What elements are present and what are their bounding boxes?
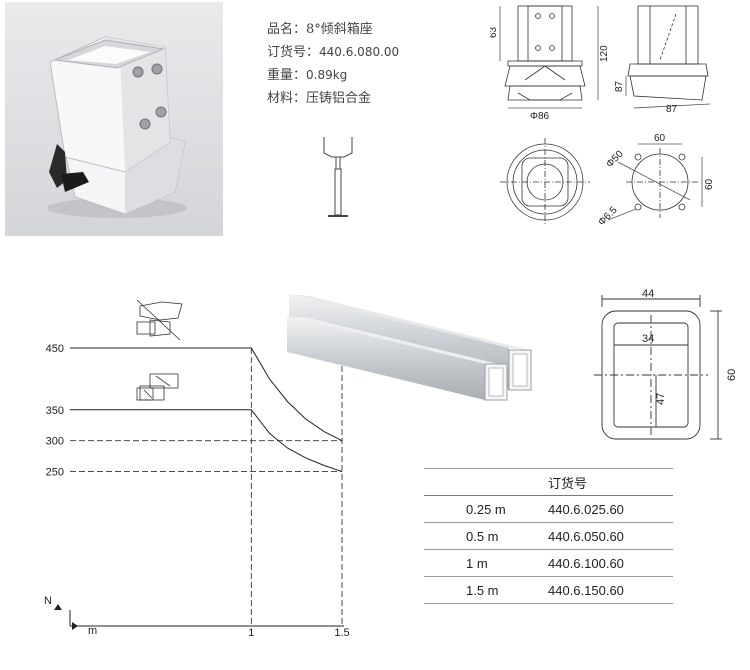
spec-weight-label: 重量： — [267, 68, 307, 83]
x-axis-arrow-icon — [72, 622, 78, 630]
x-tick-label: 1 — [248, 627, 254, 639]
y-axis-arrow-icon — [54, 604, 62, 610]
load-chart: 450 350 300 250 1 1.5 N m — [44, 300, 350, 639]
product-photo — [5, 2, 223, 236]
order-code-cell: 440.6.150.60 — [548, 576, 673, 604]
y-tick-label: 250 — [46, 467, 64, 479]
spec-material-value: 压铸铝合金 — [306, 91, 372, 106]
y-tick-label: 300 — [46, 436, 64, 448]
mount-angled-icon — [136, 300, 183, 341]
order-length-cell: 0.25 m — [424, 495, 548, 523]
load-series-line — [70, 347, 343, 442]
dim-63-label: 63 — [490, 26, 499, 38]
dim-87-side-label: 87 — [614, 80, 625, 92]
spec-material-label: 材料： — [267, 91, 307, 106]
dim-44-label: 44 — [642, 288, 654, 300]
front-view — [499, 5, 599, 109]
dim-60-label: 60 — [726, 369, 738, 381]
order-length-cell: 0.5 m — [424, 522, 548, 550]
top-view — [500, 138, 590, 226]
dim-60-top-label: 60 — [654, 133, 666, 144]
order-table-header-code: 订货号 — [548, 468, 673, 496]
spec-name-value: 8°倾斜箱座 — [306, 22, 373, 37]
hole-pattern-view — [607, 143, 703, 221]
spec-weight: 重量： 0.89kg — [267, 64, 467, 87]
mount-vertical-icon — [136, 373, 179, 401]
spec-order-label: 订货号： — [267, 45, 320, 60]
order-table-header-row: 订货号 — [424, 468, 673, 496]
dim-86-label: Φ86 — [530, 111, 550, 122]
spec-order: 订货号： 440.6.080.00 — [267, 41, 467, 64]
dim-47-label: 47 — [655, 393, 667, 405]
order-length-cell: 1 m — [424, 549, 548, 577]
dim-60-side-label: 60 — [704, 178, 715, 190]
tube-sketch-icon — [323, 137, 353, 217]
order-code-cell: 440.6.050.60 — [548, 522, 673, 550]
order-code-cell: 440.6.025.60 — [548, 495, 673, 523]
y-axis-label: N — [44, 595, 52, 607]
side-view — [625, 5, 711, 109]
y-tick-label: 450 — [46, 343, 64, 355]
dim-34-label: 34 — [642, 333, 654, 345]
technical-drawing: 63 120 Φ86 87 87 60 60 Φ50 Φ6.5 — [490, 5, 715, 228]
order-code-cell: 440.6.100.60 — [548, 549, 673, 577]
product-specs: 品名： 8°倾斜箱座 订货号： 440.6.080.00 重量： 0.89kg … — [267, 18, 467, 110]
spec-weight-value: 0.89kg — [306, 68, 348, 82]
dim-87-bottom-label: 87 — [666, 104, 678, 115]
spec-name: 品名： 8°倾斜箱座 — [267, 18, 467, 41]
x-tick-label: 1.5 — [334, 627, 349, 639]
spec-material: 材料： 压铸铝合金 — [267, 87, 467, 110]
dim-50-label: Φ50 — [604, 149, 626, 171]
load-series-line — [70, 409, 343, 473]
y-tick-label: 350 — [46, 405, 64, 417]
order-table-header-length — [424, 468, 548, 496]
order-length-cell: 1.5 m — [424, 576, 548, 604]
dim-120-label: 120 — [599, 45, 610, 62]
spec-name-label: 品名： — [267, 22, 307, 37]
profile-section-drawing: 44 34 47 60 — [594, 288, 738, 440]
x-axis-label: m — [88, 625, 97, 637]
spec-order-value: 440.6.080.00 — [319, 45, 400, 59]
profile-tubes-image — [287, 294, 532, 401]
